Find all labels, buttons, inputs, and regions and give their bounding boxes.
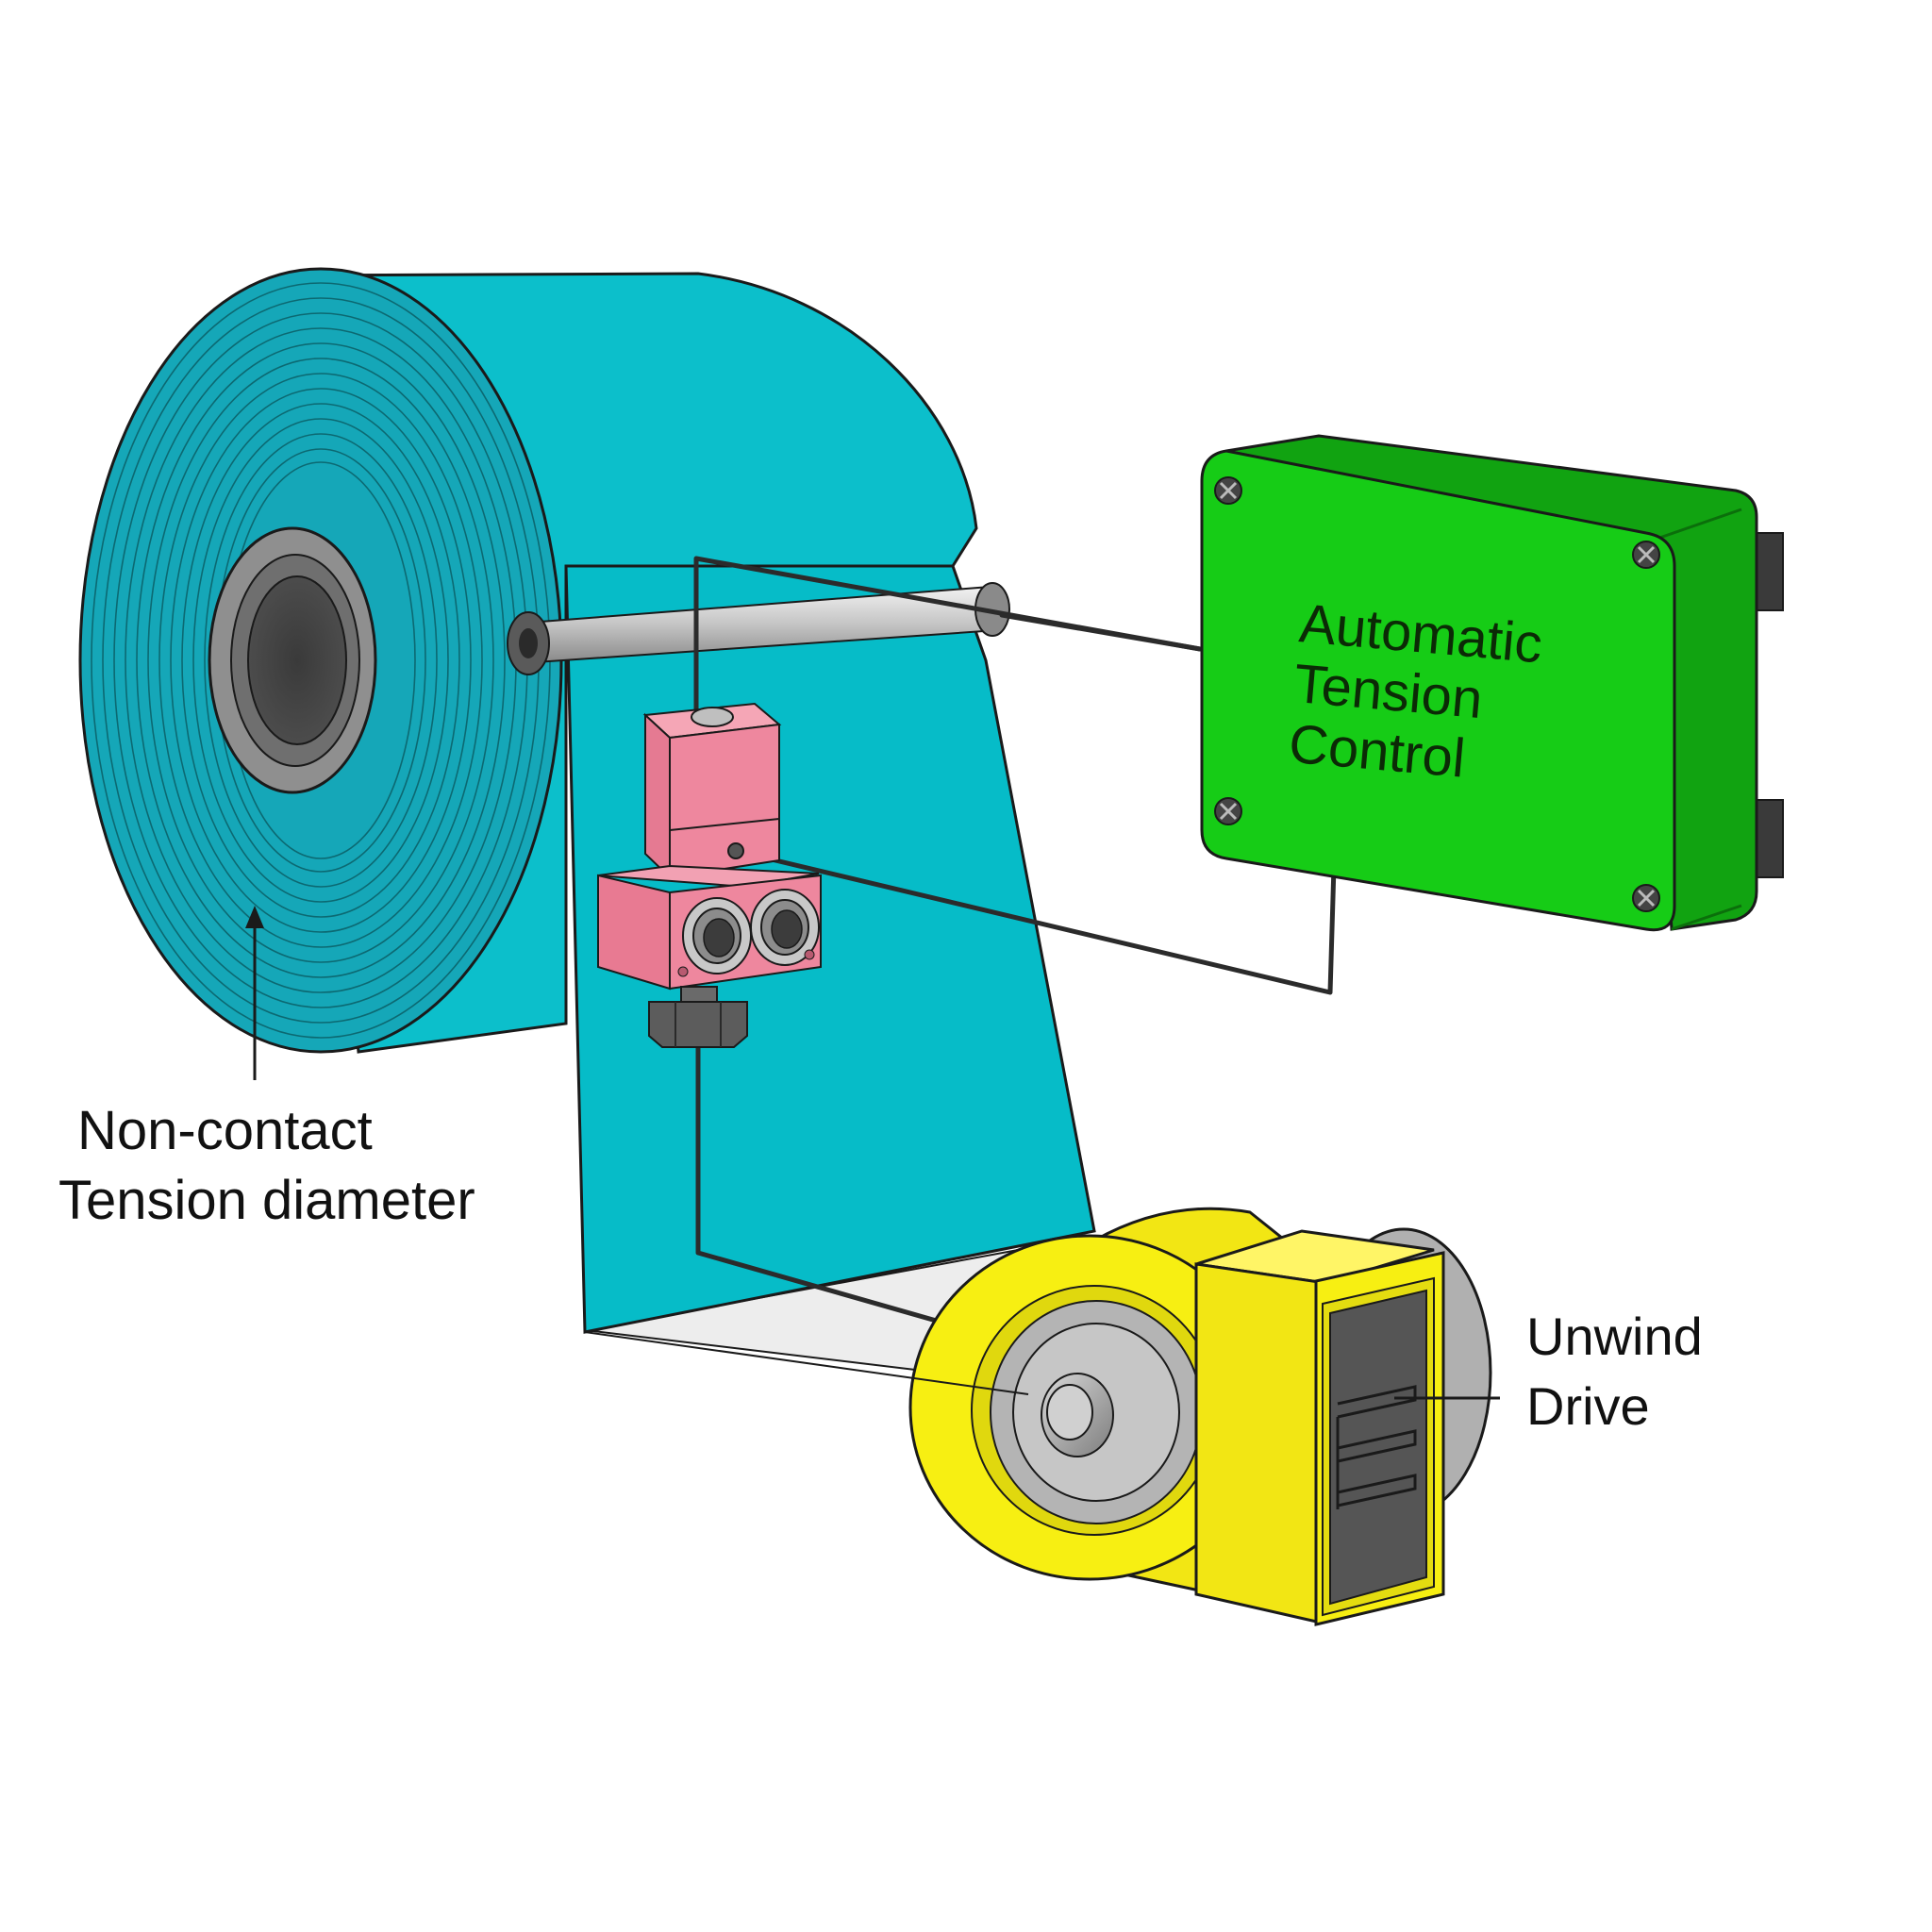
controller-depth <box>1225 434 1758 931</box>
controller-label-line-3: Control <box>1287 713 1468 790</box>
mount-tab-bottom <box>1756 799 1784 878</box>
heatsink-fin-icon <box>1336 1385 1417 1509</box>
sensor-label-line-2: Tension diameter <box>58 1170 475 1231</box>
rod-end-left-inner <box>519 628 538 658</box>
cables <box>693 556 1337 1338</box>
sensor-callout: Non-contact Tension diameter <box>58 906 475 1231</box>
drive-box-left <box>1194 1262 1327 1624</box>
sensor-side-port <box>727 842 744 859</box>
drive-callout: Unwind Drive <box>1394 1307 1703 1436</box>
controller-face <box>1200 449 1676 932</box>
drive-label-line-1: Unwind <box>1526 1307 1703 1366</box>
sensor-label-line-1: Non-contact <box>77 1100 373 1161</box>
material-roll <box>78 267 978 1054</box>
mount-tab-top <box>1756 532 1784 611</box>
sensor-top-port <box>691 707 734 727</box>
screw-icon <box>1214 476 1660 912</box>
unwind-drive <box>584 1207 1492 1626</box>
cable-rod-to-controller <box>999 612 1203 652</box>
sensor-upper-front <box>644 712 671 880</box>
tension-controller: Automatic Tension Control <box>1200 434 1784 932</box>
cable-gland-icon <box>648 986 748 1048</box>
sensor-upper-side <box>669 723 780 879</box>
drive-label-line-2: Drive <box>1526 1376 1650 1436</box>
sensor-rod <box>507 582 1010 675</box>
roll-core-hole <box>247 575 347 745</box>
drive-panel <box>1329 1289 1427 1606</box>
cable-sensor-bottom-to-drive <box>695 1044 989 1338</box>
cable-sensor-side-to-controller <box>733 848 1337 995</box>
non-contact-sensor <box>597 702 822 1048</box>
sensor-leader-arrowhead <box>245 906 264 928</box>
drive-shaft-icon <box>1041 1373 1114 1457</box>
ultrasonic-transducer-icon <box>682 889 820 974</box>
